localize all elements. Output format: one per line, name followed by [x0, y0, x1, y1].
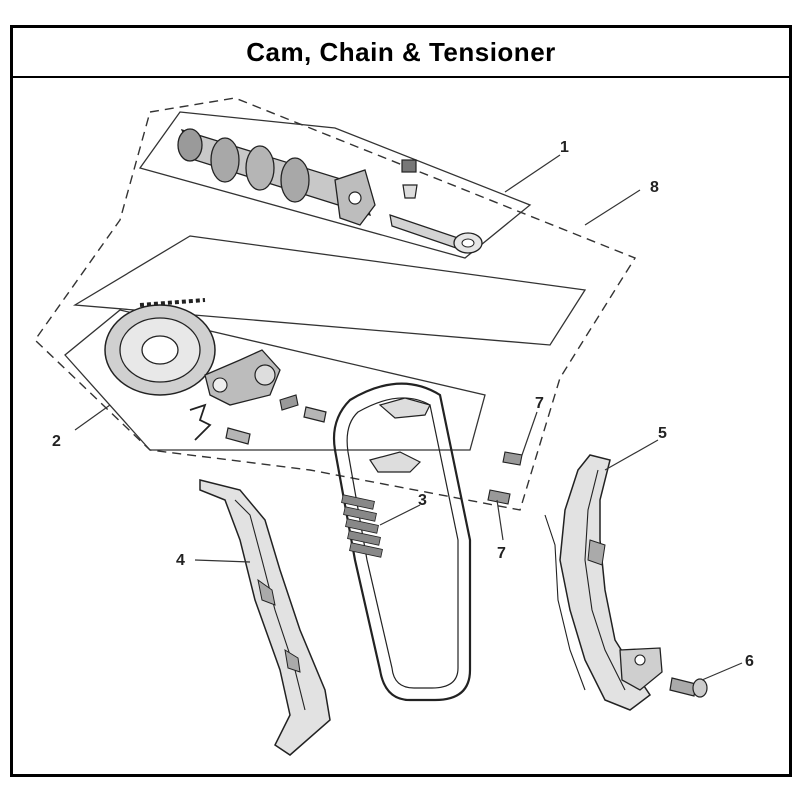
- bolts-7: [487, 451, 523, 505]
- chain-links-detail: [341, 494, 383, 558]
- callout-5: 5: [658, 425, 667, 442]
- leader-5: [604, 439, 659, 471]
- decompression-mechanism: [204, 349, 299, 411]
- chain-tensioner: [544, 454, 663, 711]
- callout-7b: 7: [497, 545, 506, 562]
- rocker-pin: [389, 214, 483, 254]
- middle-group-outline: [72, 235, 587, 346]
- leader-3: [379, 504, 421, 526]
- title-bar: Cam, Chain & Tensioner: [13, 28, 789, 78]
- leader-2: [74, 404, 111, 431]
- cam-sprocket: [104, 298, 216, 396]
- callout-7a: 7: [535, 395, 544, 412]
- leader-8: [584, 189, 641, 226]
- callout-8: 8: [650, 179, 659, 196]
- camshaft: [177, 128, 376, 226]
- leader-1: [504, 154, 561, 193]
- callout-2: 2: [52, 433, 61, 450]
- callout-6: 6: [745, 653, 754, 670]
- callout-1: 1: [560, 139, 569, 156]
- sprocket-bolts: [225, 406, 327, 445]
- cam-chain: [332, 382, 472, 702]
- assembly-8-boundary: [34, 97, 637, 511]
- chain-clamps: [369, 397, 431, 473]
- sprocket-group-outline: [64, 309, 486, 451]
- leader-6: [701, 662, 743, 681]
- diagram-title: Cam, Chain & Tensioner: [246, 36, 556, 67]
- camshaft-group-outline: [138, 111, 532, 259]
- chain-guide: [199, 479, 331, 756]
- nut-and-washer: [401, 159, 418, 199]
- tensioner-bolt: [669, 677, 708, 698]
- leader-lines: [74, 154, 743, 681]
- leader-4: [194, 559, 251, 563]
- leader-7b: [496, 499, 504, 541]
- callout-4: 4: [176, 552, 185, 569]
- spring-clip: [189, 403, 212, 441]
- leader-7a: [521, 411, 538, 456]
- callout-3: 3: [418, 492, 427, 509]
